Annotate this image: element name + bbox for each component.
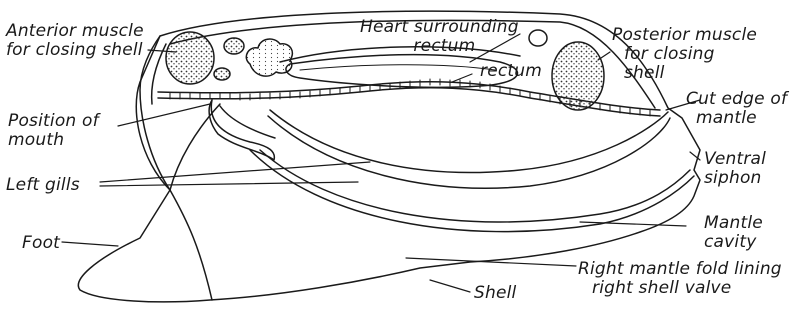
label-foot: Foot [22,234,60,253]
label-line: Heart surrounding [360,18,519,37]
mantle-fold [250,150,694,232]
label-line: shell [612,64,757,83]
label-left-gills: Left gills [6,176,80,195]
posterior-muscle [552,42,604,110]
label-ventral-siphon: Ventral siphon [704,150,766,188]
anterior-cloud [246,39,292,76]
label-rectum: rectum [480,62,542,81]
label-line: rectum [360,37,519,56]
label-posterior-muscle: Posterior muscle for closing shell [612,26,757,83]
gill-line-2 [268,116,670,188]
label-line: Position of [8,112,99,131]
label-line: Anterior muscle [6,22,144,41]
label-position-of-mouth: Position of mouth [8,112,99,150]
label-line: cavity [704,233,763,252]
label-heart: Heart surrounding rectum [360,18,519,56]
gill-line-1 [270,110,668,173]
label-line: right shell valve [578,279,782,298]
heart-blob [529,30,547,46]
label-line: Ventral [704,150,766,169]
label-line: Posterior muscle [612,26,757,45]
label-line: Right mantle fold lining [578,260,782,279]
foot-outline-inner [170,190,212,300]
rectum-inner [300,65,495,70]
anterior-blob-2 [224,38,244,54]
label-line: for closing [612,45,757,64]
anterior-muscle [166,32,214,84]
label-shell: Shell [474,284,516,303]
label-cut-edge: Cut edge of mantle [686,90,787,128]
label-line: siphon [704,169,766,188]
label-line: for closing shell [6,41,144,60]
anterior-blob-3 [214,68,230,80]
label-line: Foot [22,234,60,253]
shell-left-inner [152,44,166,104]
label-line: rectum [480,62,542,81]
mouth-palp [209,100,274,160]
label-mantle-cavity: Mantle cavity [704,214,763,252]
label-line: Shell [474,284,516,303]
label-anterior-muscle: Anterior muscle for closing shell [6,22,144,60]
label-right-mantle-fold: Right mantle fold lining right shell val… [578,260,782,298]
label-line: Cut edge of [686,90,787,109]
label-line: mantle [686,109,787,128]
mantle-fold-inner [260,150,690,222]
label-line: Mantle [704,214,763,233]
label-line: mouth [8,131,99,150]
label-line: Left gills [6,176,80,195]
